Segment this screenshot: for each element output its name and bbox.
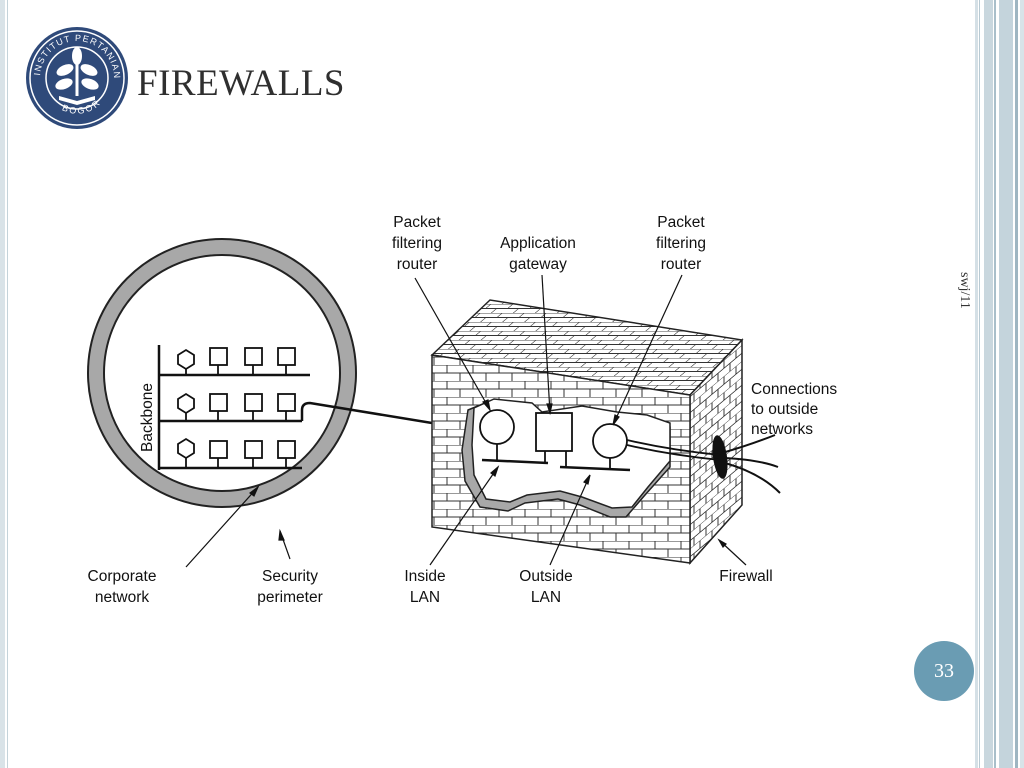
router-hexagon-1 [177,348,195,371]
router-hexagon-2 [177,392,195,415]
corporate-network [157,345,310,470]
host-box [277,347,296,366]
label-security-perimeter: perimeter [257,589,322,606]
label-firewall: Firewall [719,568,772,585]
host-box [209,393,228,412]
right-border-stripes [975,0,1024,768]
application-gateway-box [535,412,573,452]
diagram-labels: Packet filtering router Application gate… [88,214,838,606]
slide-title: FIREWALLS [137,63,345,104]
page-number-badge: 33 [914,641,974,701]
label-packet-router-left: filtering [392,235,442,252]
label-connections: Connections [751,381,837,398]
left-border [0,0,5,768]
inside-lan-line [481,458,549,465]
label-outside-lan: LAN [531,589,561,606]
label-application-gateway: Application [500,235,576,252]
router-hexagon-3 [177,437,195,460]
outside-connections [721,434,781,494]
label-packet-router-left: Packet [393,214,441,231]
label-connections: to outside [751,401,818,418]
host-box [209,347,228,366]
link-cable [300,401,433,425]
host-box [244,393,263,412]
left-border-line [7,0,8,768]
label-inside-lan: LAN [410,589,440,606]
university-seal-icon: INSTITUT PERTANIAN BOGOR [26,27,128,129]
label-corporate-network: network [95,589,150,606]
host-box [244,347,263,366]
label-packet-router-right: Packet [657,214,705,231]
side-label: swj/11 [957,272,972,309]
label-outside-lan: Outside [519,568,572,585]
label-packet-router-left: router [397,256,438,273]
label-inside-lan: Inside [404,568,445,585]
backbone-label: Backbone [139,383,156,452]
security-perimeter-ring [87,238,357,508]
packet-router-left [479,409,515,445]
label-connections: networks [751,421,813,438]
label-security-perimeter: Security [262,568,318,585]
leaf-emblem-icon [55,47,99,105]
leader-lines [185,274,747,568]
label-application-gateway: gateway [509,256,567,273]
firewall-devices [479,409,721,472]
label-corporate-network: Corporate [88,568,157,585]
outside-lan-line [559,465,631,472]
host-box [244,440,263,459]
packet-router-right [592,423,628,459]
firewall-diagram: Backbone [87,214,838,606]
label-packet-router-right: router [661,256,702,273]
host-box [209,440,228,459]
host-box [277,393,296,412]
host-box [277,440,296,459]
label-packet-router-right: filtering [656,235,706,252]
